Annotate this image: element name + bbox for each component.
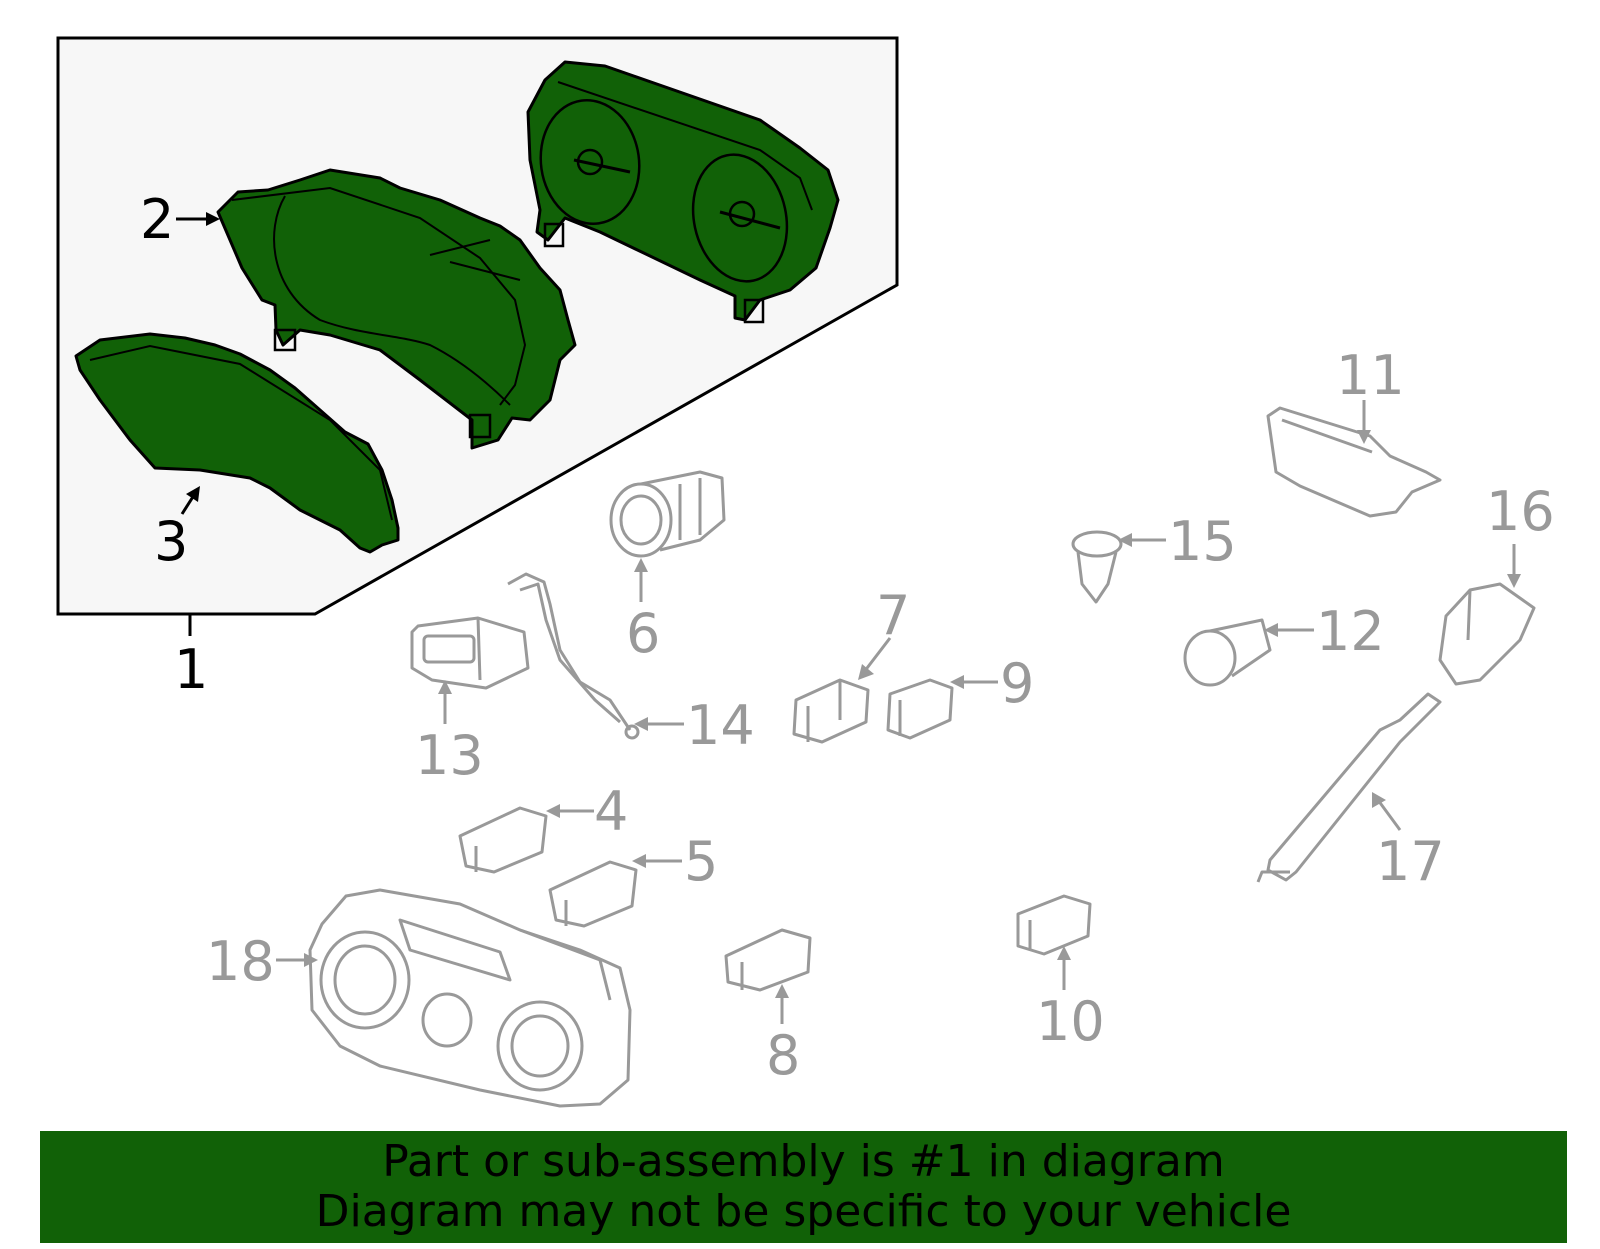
callout-3: 3 [154,510,188,573]
sensor-part-16[interactable] [1438,582,1536,686]
callout-11: 11 [1336,344,1405,407]
callout-4: 4 [594,780,628,843]
switch-part-9[interactable] [886,678,954,740]
callout-6: 6 [626,602,660,665]
switch-part-8[interactable] [724,928,812,992]
banner-line-assembly: Part or sub-assembly is #1 in diagram [382,1136,1225,1187]
cluster-lens[interactable] [74,332,400,554]
callout-1: 1 [174,638,208,701]
antenna-part-17[interactable] [1256,692,1442,883]
callout-13: 13 [415,724,484,787]
module-part-11[interactable] [1266,406,1442,518]
banner-line-disclaimer: Diagram may not be specific to your vehi… [315,1186,1292,1237]
gauge-right [691,153,789,283]
gauge-left [539,98,641,226]
info-banner: Part or sub-assembly is #1 in diagram Di… [40,1131,1567,1243]
callout-16: 16 [1486,480,1555,543]
callout-17: 17 [1376,830,1445,893]
socket-part-12[interactable] [1183,618,1272,687]
callout-10: 10 [1036,990,1105,1053]
callout-15: 15 [1168,510,1237,573]
switch-part-13[interactable] [410,616,530,690]
callout-12: 12 [1316,600,1385,663]
switch-part-10[interactable] [1016,894,1092,956]
leader-7 [862,637,892,673]
switch-part-4[interactable] [458,806,548,874]
callout-8: 8 [766,1024,800,1087]
leader-17 [1376,799,1402,831]
instrument-cluster-assembly[interactable] [56,36,899,616]
callout-2: 2 [140,188,174,251]
cluster-housing[interactable] [526,60,840,324]
callout-5: 5 [684,830,718,893]
callout-18: 18 [206,930,275,993]
wire-part-14[interactable] [507,572,640,740]
socket-part-6[interactable] [609,470,726,558]
switch-part-5[interactable] [548,860,638,928]
callout-9: 9 [1000,652,1034,715]
clip-part-15[interactable] [1071,530,1123,604]
cluster-mask[interactable] [216,168,577,450]
callout-14: 14 [686,694,755,757]
switch-part-7[interactable] [792,678,870,744]
climate-control-part-18[interactable] [308,888,632,1108]
callout-7: 7 [876,584,910,647]
